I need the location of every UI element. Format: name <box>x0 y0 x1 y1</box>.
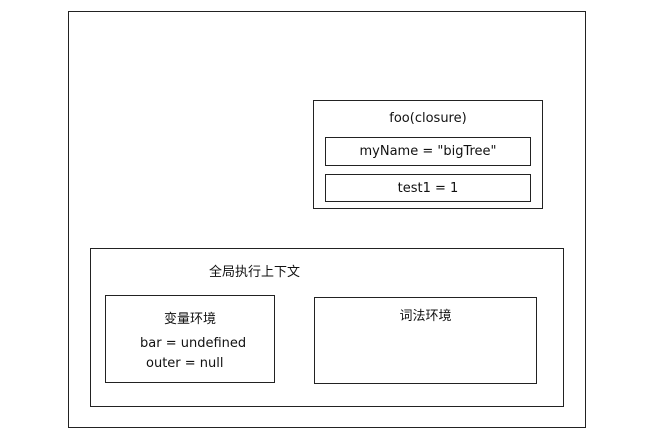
lexical-environment-title: 词法环境 <box>399 309 452 324</box>
closure-title: foo(closure) <box>389 111 467 126</box>
closure-var-test1-text: test1 = 1 <box>397 181 459 196</box>
lexical-environment: 词法环境 <box>314 297 537 384</box>
closure-box: foo(closure) myName = "bigTree" test1 = … <box>313 100 543 209</box>
variable-environment: 变量环境 bar = undefined outer = null <box>105 295 275 383</box>
closure-var-test1: test1 = 1 <box>325 174 531 202</box>
variable-entry-outer: outer = null <box>146 356 224 371</box>
variable-entry-bar: bar = undefined <box>140 336 247 351</box>
closure-var-myname: myName = "bigTree" <box>325 137 531 166</box>
closure-var-myname-text: myName = "bigTree" <box>359 144 497 159</box>
variable-environment-title: 变量环境 <box>163 312 216 327</box>
global-context-title: 全局执行上下文 <box>209 265 301 280</box>
global-execution-context: 全局执行上下文 变量环境 bar = undefined outer = nul… <box>90 248 564 407</box>
